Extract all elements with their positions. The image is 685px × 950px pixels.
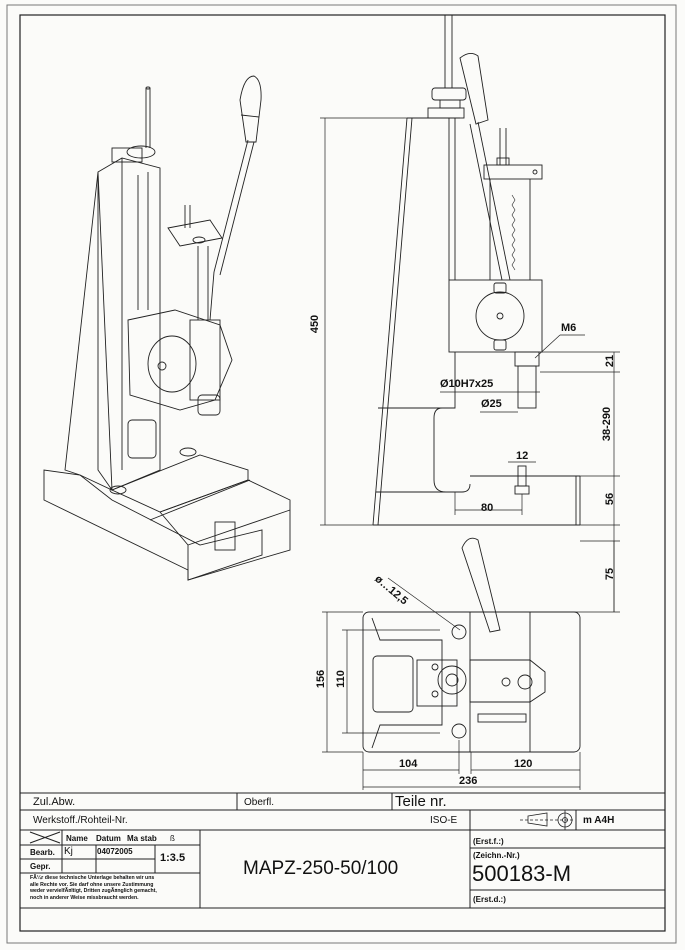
dim-bore: Ø10H7x25 [440, 378, 494, 390]
dim-110: 110 [334, 670, 347, 688]
iso-label: ISO-E [430, 815, 458, 826]
dim-handle-75: 75 [604, 567, 617, 581]
dim-236: 236 [459, 775, 478, 787]
werkstoff-label: Werkstoff./Rohteil-Nr. [33, 815, 128, 826]
title-block-frame [20, 792, 665, 909]
dim-shank: Ø25 [481, 398, 502, 410]
dim-slot: 12 [516, 450, 529, 462]
row-bearb-label: Bearb. [30, 848, 55, 857]
tolerance-class: m A4H [583, 815, 615, 826]
zeichn-nr-label: (Zeichn.-Nr.) [473, 851, 520, 860]
dim-throat: 80 [481, 502, 494, 514]
dim-156: 156 [315, 669, 328, 689]
dim-overall-height: 450 [309, 314, 322, 334]
isometric-view [43, 75, 291, 581]
teile-nr-label: Teile nr. [395, 793, 447, 810]
projection-symbol-icon [520, 810, 575, 830]
outer-border [6, 4, 677, 944]
dim-56: 56 [604, 492, 617, 506]
dim-104: 104 [399, 758, 418, 770]
zul-abw-label: Zul.Abw. [33, 796, 76, 808]
erst-f-label: (Erst.f.:) [473, 837, 504, 846]
dim-120: 120 [514, 758, 533, 770]
drawing-number: 500183-M [472, 861, 572, 886]
row-bearb-name: Kj [64, 846, 73, 857]
drawing-title: MAPZ-250-50/100 [243, 858, 399, 879]
scale-value: 1:3.5 [160, 852, 186, 864]
copyright-note: FÃ¼r diese technische Unterlage behalten… [30, 875, 157, 901]
header-name: Name [66, 834, 88, 843]
side-view [372, 15, 581, 526]
erst-d-label: (Erst.d.:) [473, 895, 506, 904]
header-massstab: Ma stab [127, 834, 157, 843]
header-datum: Datum [96, 834, 121, 843]
dim-21: 21 [604, 354, 617, 368]
dimension-lines [320, 117, 620, 790]
row-bearb-datum: 04072005 [97, 847, 133, 856]
dim-thread-m6: M6 [561, 322, 577, 334]
inner-border [19, 14, 666, 932]
header-b: ß [170, 834, 175, 843]
oberfl-label: Oberfl. [244, 797, 275, 808]
top-view [362, 537, 581, 753]
dim-stroke: 38-290 [601, 406, 614, 442]
row-gepr-label: Gepr. [30, 862, 51, 871]
